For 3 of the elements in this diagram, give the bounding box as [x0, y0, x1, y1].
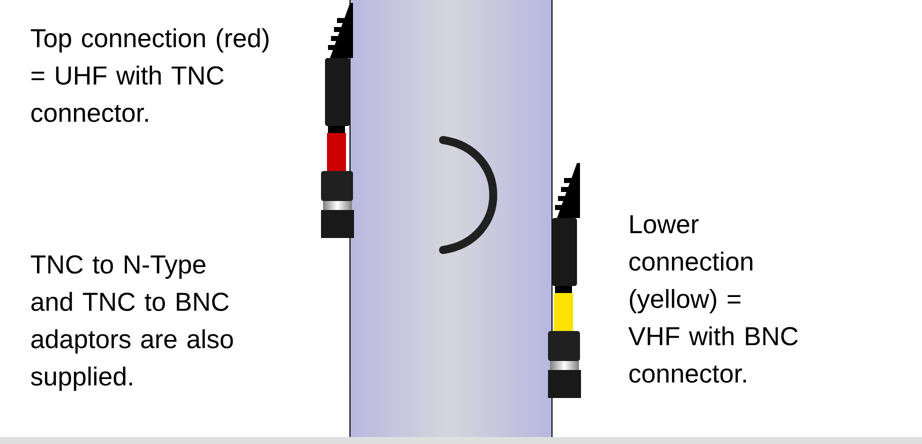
- note-text: Lower connection (yellow) = VHF with BNC connector.: [628, 215, 798, 383]
- note-text: Top connection (red) = UHF with TNC connector.: [30, 28, 268, 122]
- note-text: TNC to N-Type and TNC to BNC adaptors are also supplied.: [30, 255, 233, 391]
